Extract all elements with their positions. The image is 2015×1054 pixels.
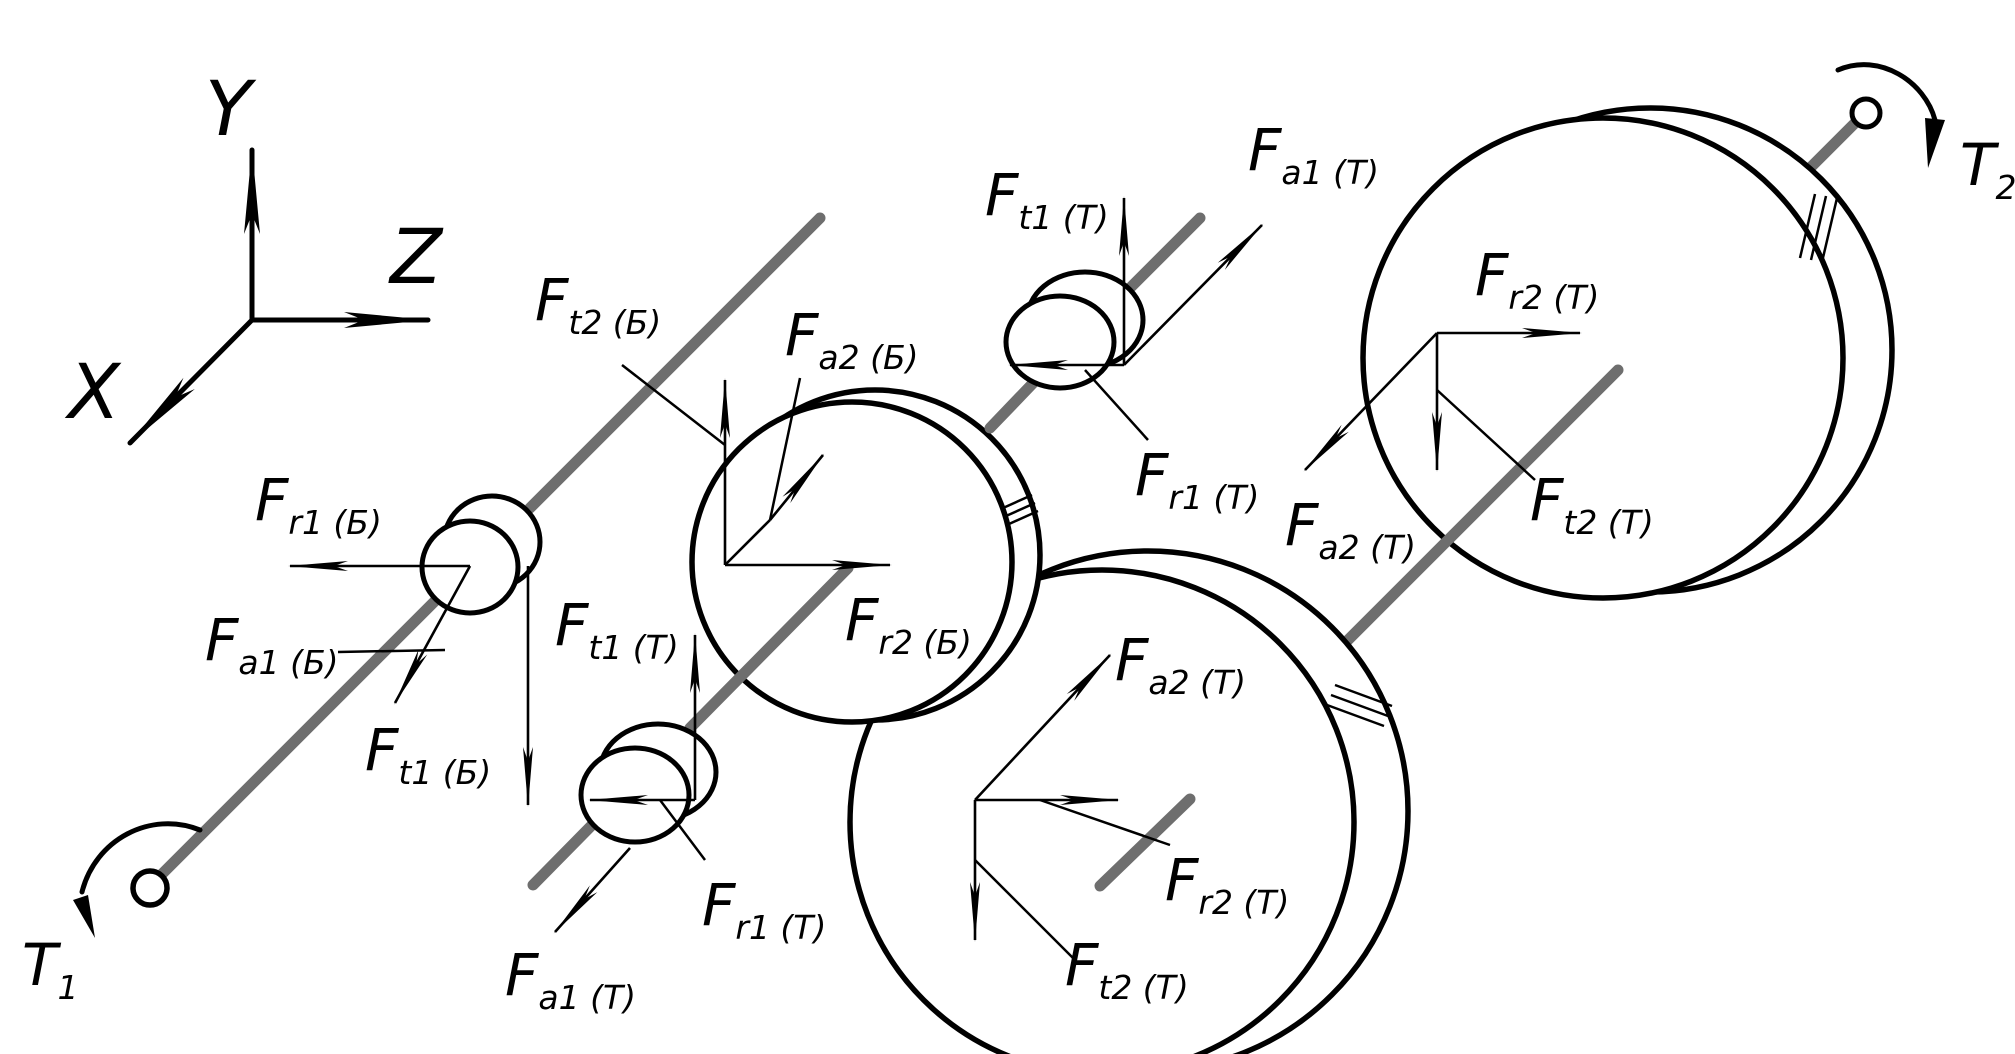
label-t2: T2 xyxy=(1960,131,2015,207)
arrow-fa2-b xyxy=(768,453,825,521)
arrow-fa2-t-top xyxy=(1303,332,1438,472)
input-pinion xyxy=(419,493,543,616)
label-fr1-b: Fr1 (Б) xyxy=(255,466,382,542)
z-axis-label: Z xyxy=(388,212,444,301)
label-fr1-t-top: Fr1 (T) xyxy=(1135,441,1259,517)
input-shaft-upper xyxy=(524,212,826,514)
leader-lines xyxy=(337,364,1536,961)
shaft-end-circle-t1 xyxy=(130,868,170,908)
shaft-end-circle-t2 xyxy=(1849,96,1883,130)
label-fa1-t-bot: Fa1 (T) xyxy=(505,941,636,1017)
input-shaft-lower xyxy=(144,560,476,892)
label-fr2-b: Fr2 (Б) xyxy=(845,586,972,662)
label-fr1-t-bot: Fr1 (T) xyxy=(702,871,826,947)
input-shaft xyxy=(130,212,826,908)
arrow-fa1-b xyxy=(393,565,472,705)
label-fa1-t-top: Fa1 (T) xyxy=(1248,116,1379,192)
label-ft1-b: Ft1 (Б) xyxy=(365,716,491,792)
output-gear-upper xyxy=(1339,96,1895,649)
label-ft2-b: Ft2 (Б) xyxy=(535,266,661,342)
label-fa2-t-top: Fa2 (T) xyxy=(1285,491,1416,567)
labels: T2 T1 Fa1 (T) Ft1 (T) Fr1 (T) Fr2 (T) Fa… xyxy=(22,116,2015,1017)
output-gear-face xyxy=(1360,115,1846,601)
y-axis-label: Y xyxy=(205,64,257,153)
arrow-fa1-t-top xyxy=(1123,223,1264,366)
lower-gear-shaft-stub xyxy=(1094,793,1196,892)
label-ft2-t-top: Ft2 (T) xyxy=(1530,466,1654,542)
label-ft1-t-bot: Ft1 (T) xyxy=(555,591,679,667)
output-gear-shaft xyxy=(1339,364,1624,649)
upper-pinion-front xyxy=(1003,293,1117,391)
label-ft1-t-top: Ft1 (T) xyxy=(985,161,1109,237)
x-axis-label: X xyxy=(64,347,122,436)
label-fr2-t-top: Fr2 (T) xyxy=(1475,241,1599,317)
torque-arrows xyxy=(73,62,1945,938)
force-arrows xyxy=(288,196,1582,942)
label-fa2-b: Fa2 (Б) xyxy=(785,301,918,377)
coordinate-axes: Y Z X xyxy=(64,64,444,446)
label-fa1-b: Fa1 (Б) xyxy=(205,606,338,682)
label-ft2-t-bot: Ft2 (T) xyxy=(1065,931,1189,1007)
x-axis-arrow xyxy=(127,317,255,446)
arrow-fa2-t-bot xyxy=(974,653,1112,801)
label-t1: T1 xyxy=(22,931,78,1007)
torque-t1-arrowhead xyxy=(73,895,95,938)
arrow-fa1-t-bot xyxy=(553,847,631,934)
lower-pinion-front xyxy=(578,745,692,845)
torque-t2-arrowhead xyxy=(1925,118,1945,168)
label-fa2-t-bot: Fa2 (T) xyxy=(1115,626,1246,702)
label-fr2-t-bot: Fr2 (T) xyxy=(1165,846,1289,922)
